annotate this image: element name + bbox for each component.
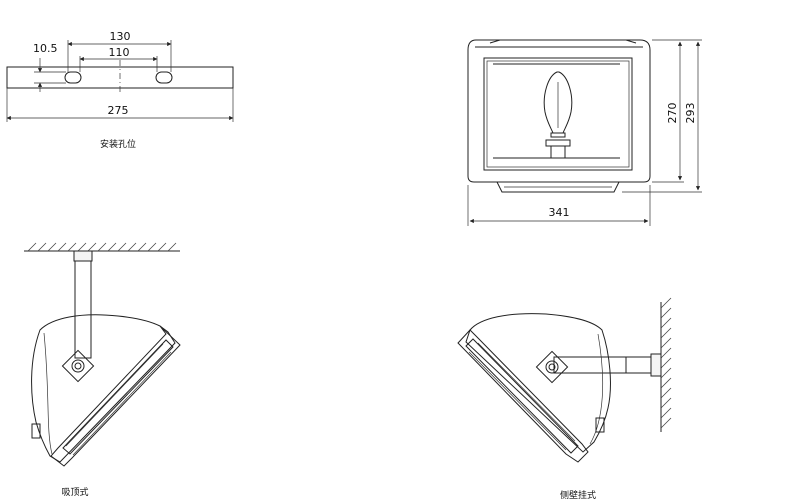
dim-275-label: 275 bbox=[108, 104, 129, 117]
ceiling-pivot-bracket bbox=[61, 349, 95, 383]
wall-base-plate bbox=[650, 353, 662, 377]
caption-wall-mount: 侧壁挂式 bbox=[560, 489, 596, 501]
ceiling-glass bbox=[62, 339, 174, 455]
ceiling-arm bbox=[74, 260, 92, 359]
mounting-bracket-view: 130 110 10.5 275 安装孔位 bbox=[6, 30, 234, 150]
wall-pivot-bolt bbox=[545, 360, 559, 374]
wall-pivot-bracket bbox=[535, 350, 569, 384]
housing-outline bbox=[467, 39, 651, 183]
glass-frame bbox=[483, 57, 633, 171]
mount-slot-left bbox=[64, 71, 82, 84]
wall-front-frame bbox=[457, 329, 589, 463]
dim-110-label: 110 bbox=[109, 46, 130, 59]
wall-glass bbox=[465, 338, 579, 454]
ceiling-side-detail bbox=[31, 423, 41, 439]
lamp-neck bbox=[550, 132, 566, 138]
dim-270-label: 270 bbox=[666, 103, 679, 124]
lamp-socket bbox=[545, 139, 571, 147]
wall-hatching bbox=[660, 297, 672, 429]
housing-top-lip bbox=[478, 39, 640, 48]
caption-ceiling-mount: 吸顶式 bbox=[61, 486, 88, 498]
ceiling-hatching bbox=[27, 242, 177, 252]
lamp-base bbox=[550, 145, 566, 159]
mount-slot-right bbox=[155, 71, 173, 84]
dim-130-label: 130 bbox=[110, 30, 131, 43]
ceiling-front-frame bbox=[50, 325, 181, 467]
ceiling-mount-view: 吸顶式 bbox=[24, 242, 181, 498]
wall-side-detail bbox=[595, 417, 605, 433]
glass-inner bbox=[486, 60, 630, 168]
front-view: 341 270 293 bbox=[467, 39, 702, 226]
ceiling-base-plate bbox=[73, 250, 93, 262]
wall-housing bbox=[465, 313, 611, 453]
ceiling-pivot-bolt bbox=[71, 359, 85, 373]
wall-mount-view: 侧壁挂式 bbox=[457, 297, 672, 501]
dim-10-5-label: 10.5 bbox=[33, 42, 58, 55]
caption-mounting-holes: 安装孔位 bbox=[100, 138, 136, 150]
dim-341-label: 341 bbox=[549, 206, 570, 219]
ceiling-housing bbox=[31, 314, 176, 463]
housing-bottom-skirt bbox=[496, 181, 620, 193]
dim-293-label: 293 bbox=[684, 103, 697, 124]
